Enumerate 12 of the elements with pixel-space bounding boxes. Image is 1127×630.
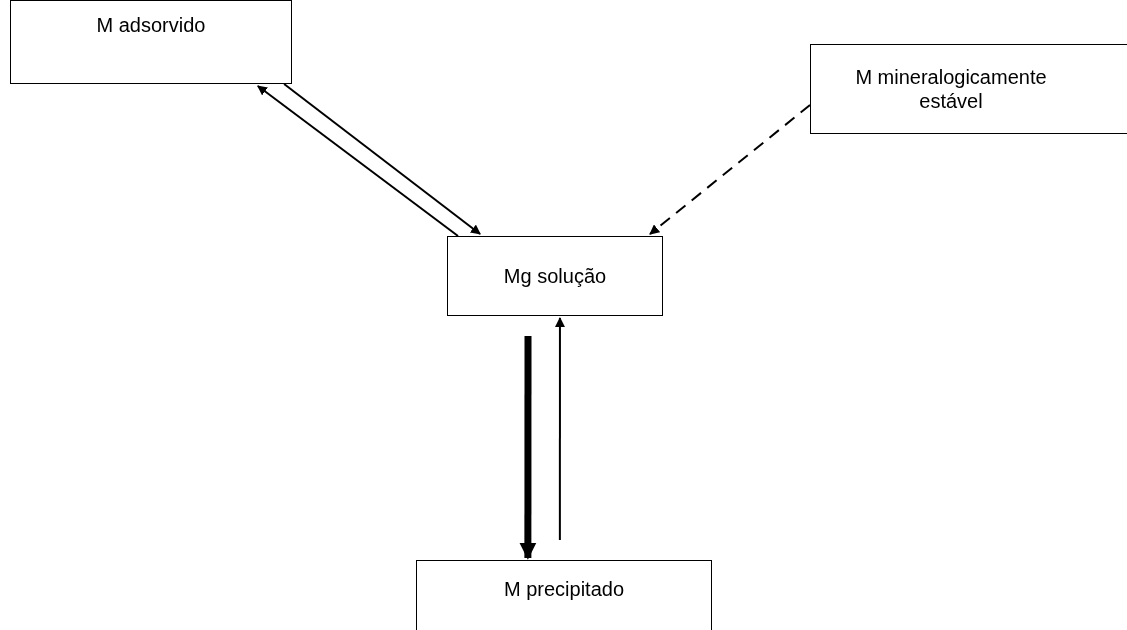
box-label: M mineralogicamente estável [854, 65, 1048, 113]
box-label: Mg solução [503, 264, 607, 288]
box-label: M precipitado [503, 577, 625, 601]
arrow [649, 104, 811, 235]
arrow [554, 317, 565, 541]
process-box [416, 560, 712, 630]
arrow [283, 83, 482, 235]
process-box [447, 236, 663, 316]
process-box [10, 0, 292, 84]
arrow [256, 85, 459, 237]
process-box [810, 44, 1127, 134]
box-label: M adsorvido [96, 13, 206, 37]
